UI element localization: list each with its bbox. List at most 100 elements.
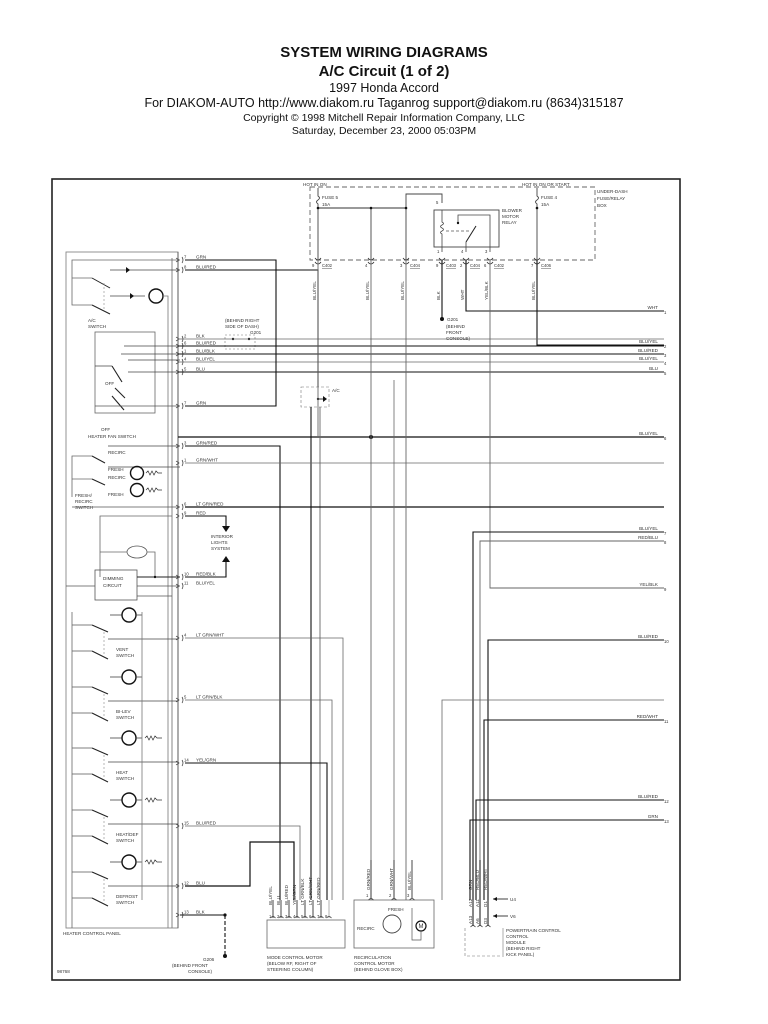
terminal-pin: A6 — [475, 918, 480, 924]
resistor-icon — [145, 470, 162, 476]
relay-contact-icon — [465, 225, 477, 243]
fuse-box-label: FUSE/RELAY — [597, 196, 625, 201]
wire-color-label: GRN — [648, 814, 658, 819]
wire-color-label: BLU/RED — [196, 341, 217, 346]
recirc-label: RECIRC — [108, 450, 126, 455]
heater-fan-switch: OFF OFF HEATER FAN SWITCH — [88, 331, 180, 439]
indicator-lamp-icon — [121, 792, 137, 808]
pcm-label: (BEHIND RIGHT — [506, 946, 541, 951]
wire-color-label: BLU/BLK — [196, 349, 216, 354]
wire-pin-number: 5 — [664, 371, 667, 376]
wire-color-label: YEL/BLK — [484, 280, 489, 300]
splice-label: G201 — [250, 330, 262, 335]
wire-color-label: BLU/RED — [196, 821, 217, 826]
wire-color-label: LT GRN/BLK — [300, 878, 305, 905]
wire-color-label: BLU/YEL — [639, 526, 658, 531]
terminal-pin: D1 — [483, 901, 488, 907]
resistor-icon — [145, 487, 162, 493]
date-line: Saturday, December 23, 2000 05:03PM — [291, 125, 477, 137]
fuse-4-icon — [535, 188, 539, 260]
terminal-pin: 6 — [309, 914, 312, 919]
blower-motor-relay: BLOWER MOTOR RELAY 5 1 4 3 — [433, 200, 523, 254]
wire-color-label: WHT — [648, 305, 659, 310]
hot-in-on-or-start-label: HOT IN ON OR START — [522, 182, 570, 187]
terminal-pin: 8 — [325, 914, 328, 919]
connector-pin: 6 — [484, 263, 487, 268]
recirc-motor-label: CONTROL MOTOR — [354, 961, 395, 966]
fresh-recirc-label: RECIRC — [75, 499, 93, 504]
wire-color-label: LT GRN/RED — [196, 502, 224, 507]
wire-color-label: BLK — [196, 334, 206, 339]
wire-color-label: BLU/YEL — [639, 356, 658, 361]
resistor-icon — [144, 797, 162, 803]
recirc-motor-label: (BEHIND GLOVE BOX) — [354, 967, 403, 972]
connector-pin: 14 — [184, 758, 189, 763]
connector-name: C404 — [410, 263, 421, 268]
interior-lights-system: INTERIOR LIGHTS SYSTEM — [185, 515, 234, 578]
fuse-box-label: UNDER-DASH — [597, 189, 628, 194]
ac-switch: A/C SWITCH — [71, 259, 180, 928]
connector-pin: 9 — [184, 511, 187, 516]
switch-label: DEFROST — [116, 894, 138, 899]
wire-color-label: BLU — [196, 881, 205, 886]
wire-color-label: BLU/YEL — [400, 281, 405, 300]
splice-label: (BEHIND RIGHT — [225, 318, 260, 323]
connector-pin: 7 — [184, 255, 187, 260]
resistor-icon — [144, 859, 162, 865]
diode-icon — [323, 396, 327, 402]
switch-label: VENT — [116, 647, 128, 652]
pcm-arrow-label: V6 — [510, 914, 516, 919]
ground-label: (BEHIND FRONT — [172, 963, 208, 968]
diagram-subtitle: A/C Circuit (1 of 2) — [318, 63, 450, 80]
connector-pin: 3 — [184, 441, 187, 446]
switch-label: SWITCH — [116, 900, 134, 905]
wire-color-label: RED/BLU — [638, 535, 658, 540]
wire-color-label: BLU/YEL — [268, 886, 273, 905]
heater-control-panel-label: HEATER CONTROL PANEL — [63, 931, 121, 936]
wire-pin-number: 9 — [664, 587, 667, 592]
fan-off-label: OFF — [101, 427, 110, 432]
switch-label: HEAT/DEF — [116, 832, 139, 837]
wire-color-label: BLU/YEL — [196, 581, 215, 586]
wire-color-label: BLU — [649, 366, 658, 371]
heater-fan-switch-label: HEATER FAN SWITCH — [88, 434, 136, 439]
connector-pin: 9 — [436, 263, 439, 268]
arrow-up-icon — [222, 556, 230, 562]
pcm-label: KICK PANEL) — [506, 952, 535, 957]
splice-label: SIDE OF DASH) — [225, 324, 259, 329]
figure-id: 98768 — [57, 969, 70, 974]
vehicle-name: 1997 Honda Accord — [329, 81, 439, 95]
right-edge-wire-labels: WHT1BLU/YEL2BLU/RED3BLU/YEL4BLU5BLU/YEL6… — [637, 305, 670, 824]
wire-color-label: RED/BLU — [475, 870, 480, 890]
connector-pin: 4 — [184, 357, 187, 362]
wire-color-label: GRN/RED — [196, 441, 218, 446]
fuse-4-rating: 15A — [541, 202, 550, 207]
wire-color-label: BLU/RED — [638, 348, 659, 353]
wire-color-label: GRN — [196, 255, 206, 260]
resistor-icon — [144, 735, 162, 741]
wire-color-label: BLU/YEL — [196, 357, 215, 362]
indicator-lamp-icon — [121, 730, 137, 746]
connector-pin: 15 — [184, 821, 189, 826]
source-line: For DIAKOM-AUTO http://www.diakom.ru Tag… — [144, 96, 624, 110]
